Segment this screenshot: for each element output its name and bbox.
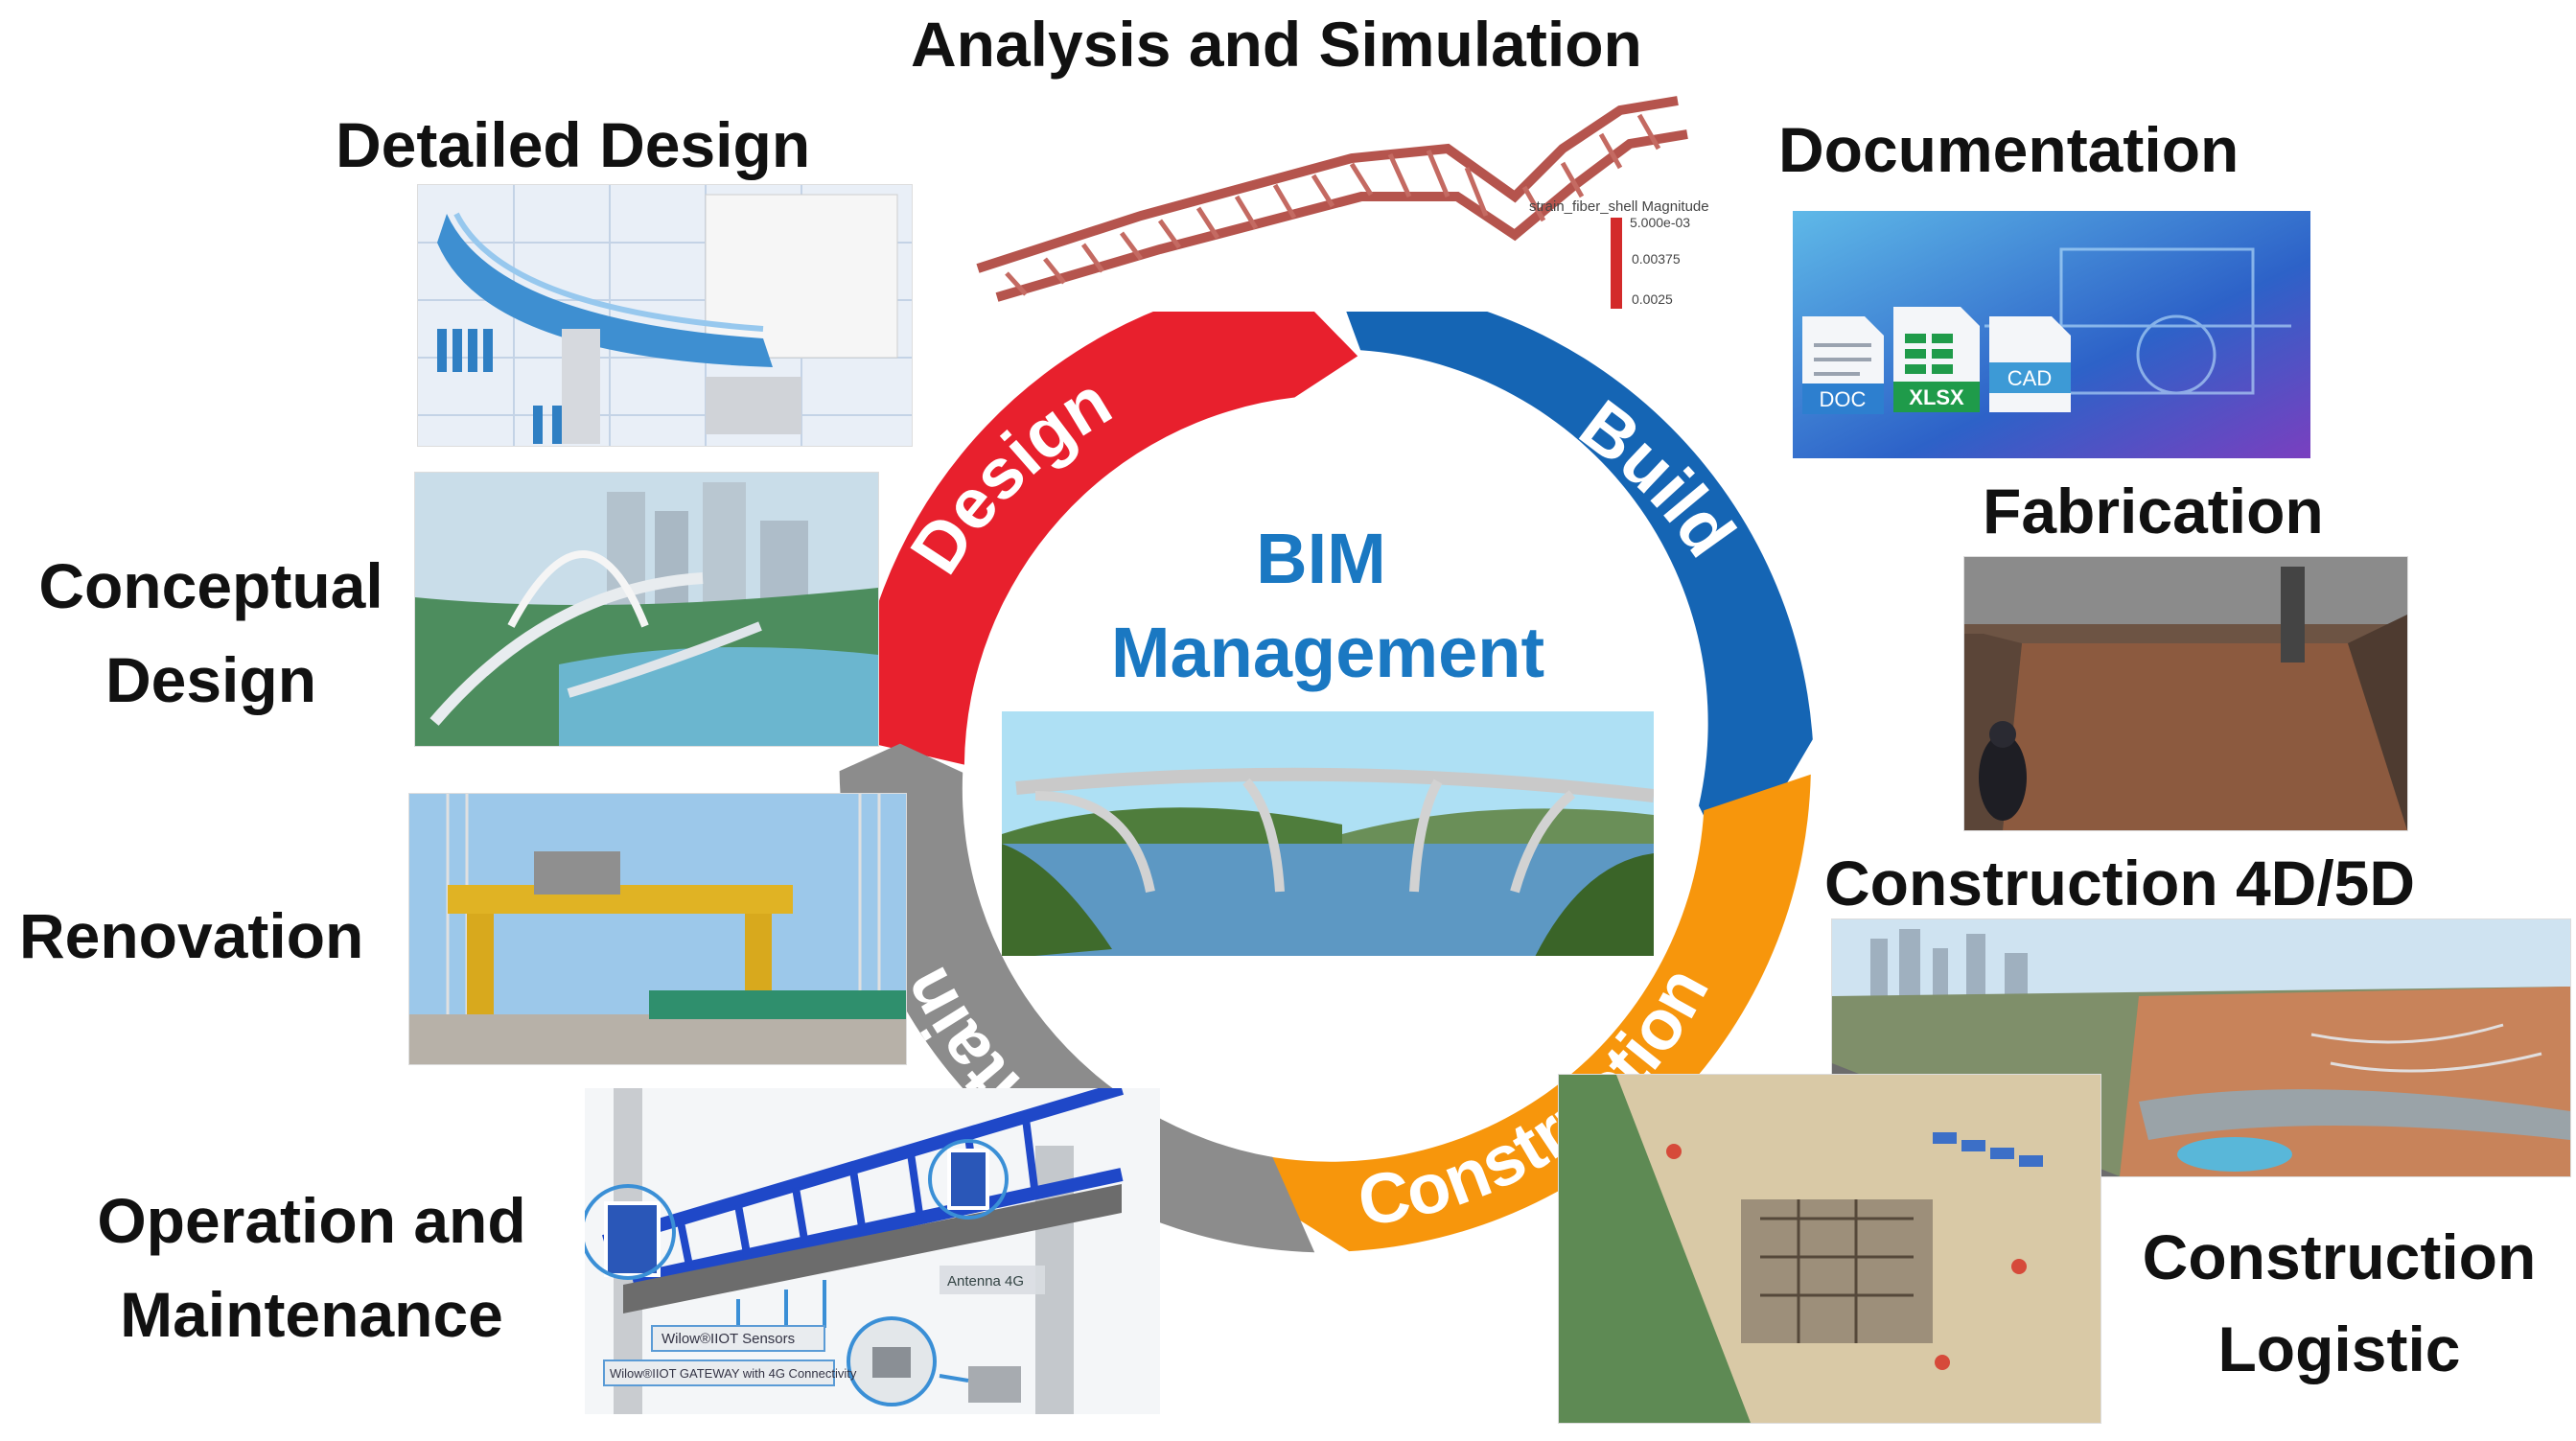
cad-file-icon: CAD [1989,316,2071,412]
analysis-simulation-image: strain_fiber_shell Magnitude 5.000e-03 0… [949,91,1711,312]
design-segment [851,290,1358,765]
conceptual-design-line1: Conceptual [38,550,383,621]
legend-title: strain_fiber_shell Magnitude [1529,198,1709,215]
construction-4d5d-label: Construction 4D/5D [1824,848,2416,918]
construction-segment [1267,774,1811,1252]
center-title-line2: Management [1111,613,1544,692]
build-cycle-label: Build [1566,384,1751,570]
legend-max: 5.000e-03 [1630,215,1690,230]
center-title-line1: BIM [1256,519,1386,598]
legend-low: 0.0025 [1632,291,1673,307]
fabrication-label: Fabrication [1983,476,2324,546]
xlsx-file-icon: XLSX [1893,307,1980,412]
documentation-image: DOC XLSX CAD [1793,211,2310,458]
antenna-label: Antenna 4G [947,1273,1024,1290]
svg-text:CAD: CAD [2007,366,2052,390]
legend-mid: 0.00375 [1632,251,1681,267]
renovation-label: Renovation [19,900,364,971]
construction-logistic-line2: Logistic [2217,1313,2461,1384]
maintain-segment [839,743,1315,1253]
operation-maintenance-label: Operation and Maintenance [43,1185,580,1351]
detailed-design-label: Detailed Design [336,109,811,180]
construction-logistic-image [1558,1074,2101,1424]
operation-maintenance-line1: Operation and [97,1185,526,1256]
build-segment [1335,284,1813,833]
fabrication-image [1963,556,2408,831]
iot-sensors-label: Wilow®IIOT Sensors [661,1331,795,1347]
conceptual-design-label: Conceptual Design [14,550,407,716]
operation-maintenance-image: Antenna 4G Wilow®IIOT Sensors Wilow®IIOT… [585,1088,1160,1414]
conceptual-design-line2: Design [104,643,317,715]
conceptual-design-image [414,472,879,747]
svg-text:XLSX: XLSX [1909,385,1964,409]
doc-file-icon: DOC [1802,316,1884,414]
detailed-design-image [417,184,913,447]
analysis-simulation-label: Analysis and Simulation [911,9,1642,80]
construction-logistic-line1: Construction [2142,1221,2537,1292]
solar-panel-icon [604,1149,989,1277]
construction-4d5d-image [1831,918,2571,1177]
documentation-label: Documentation [1778,114,2239,185]
construction-logistic-label: Construction Logistic [2109,1221,2569,1385]
center-bridge-image [1002,711,1654,956]
svg-text:DOC: DOC [1820,387,1867,411]
operation-maintenance-line2: Maintenance [120,1278,503,1350]
iot-gateway-label: Wilow®IIOT GATEWAY with 4G Connectivity [610,1366,857,1381]
renovation-image [408,793,907,1065]
